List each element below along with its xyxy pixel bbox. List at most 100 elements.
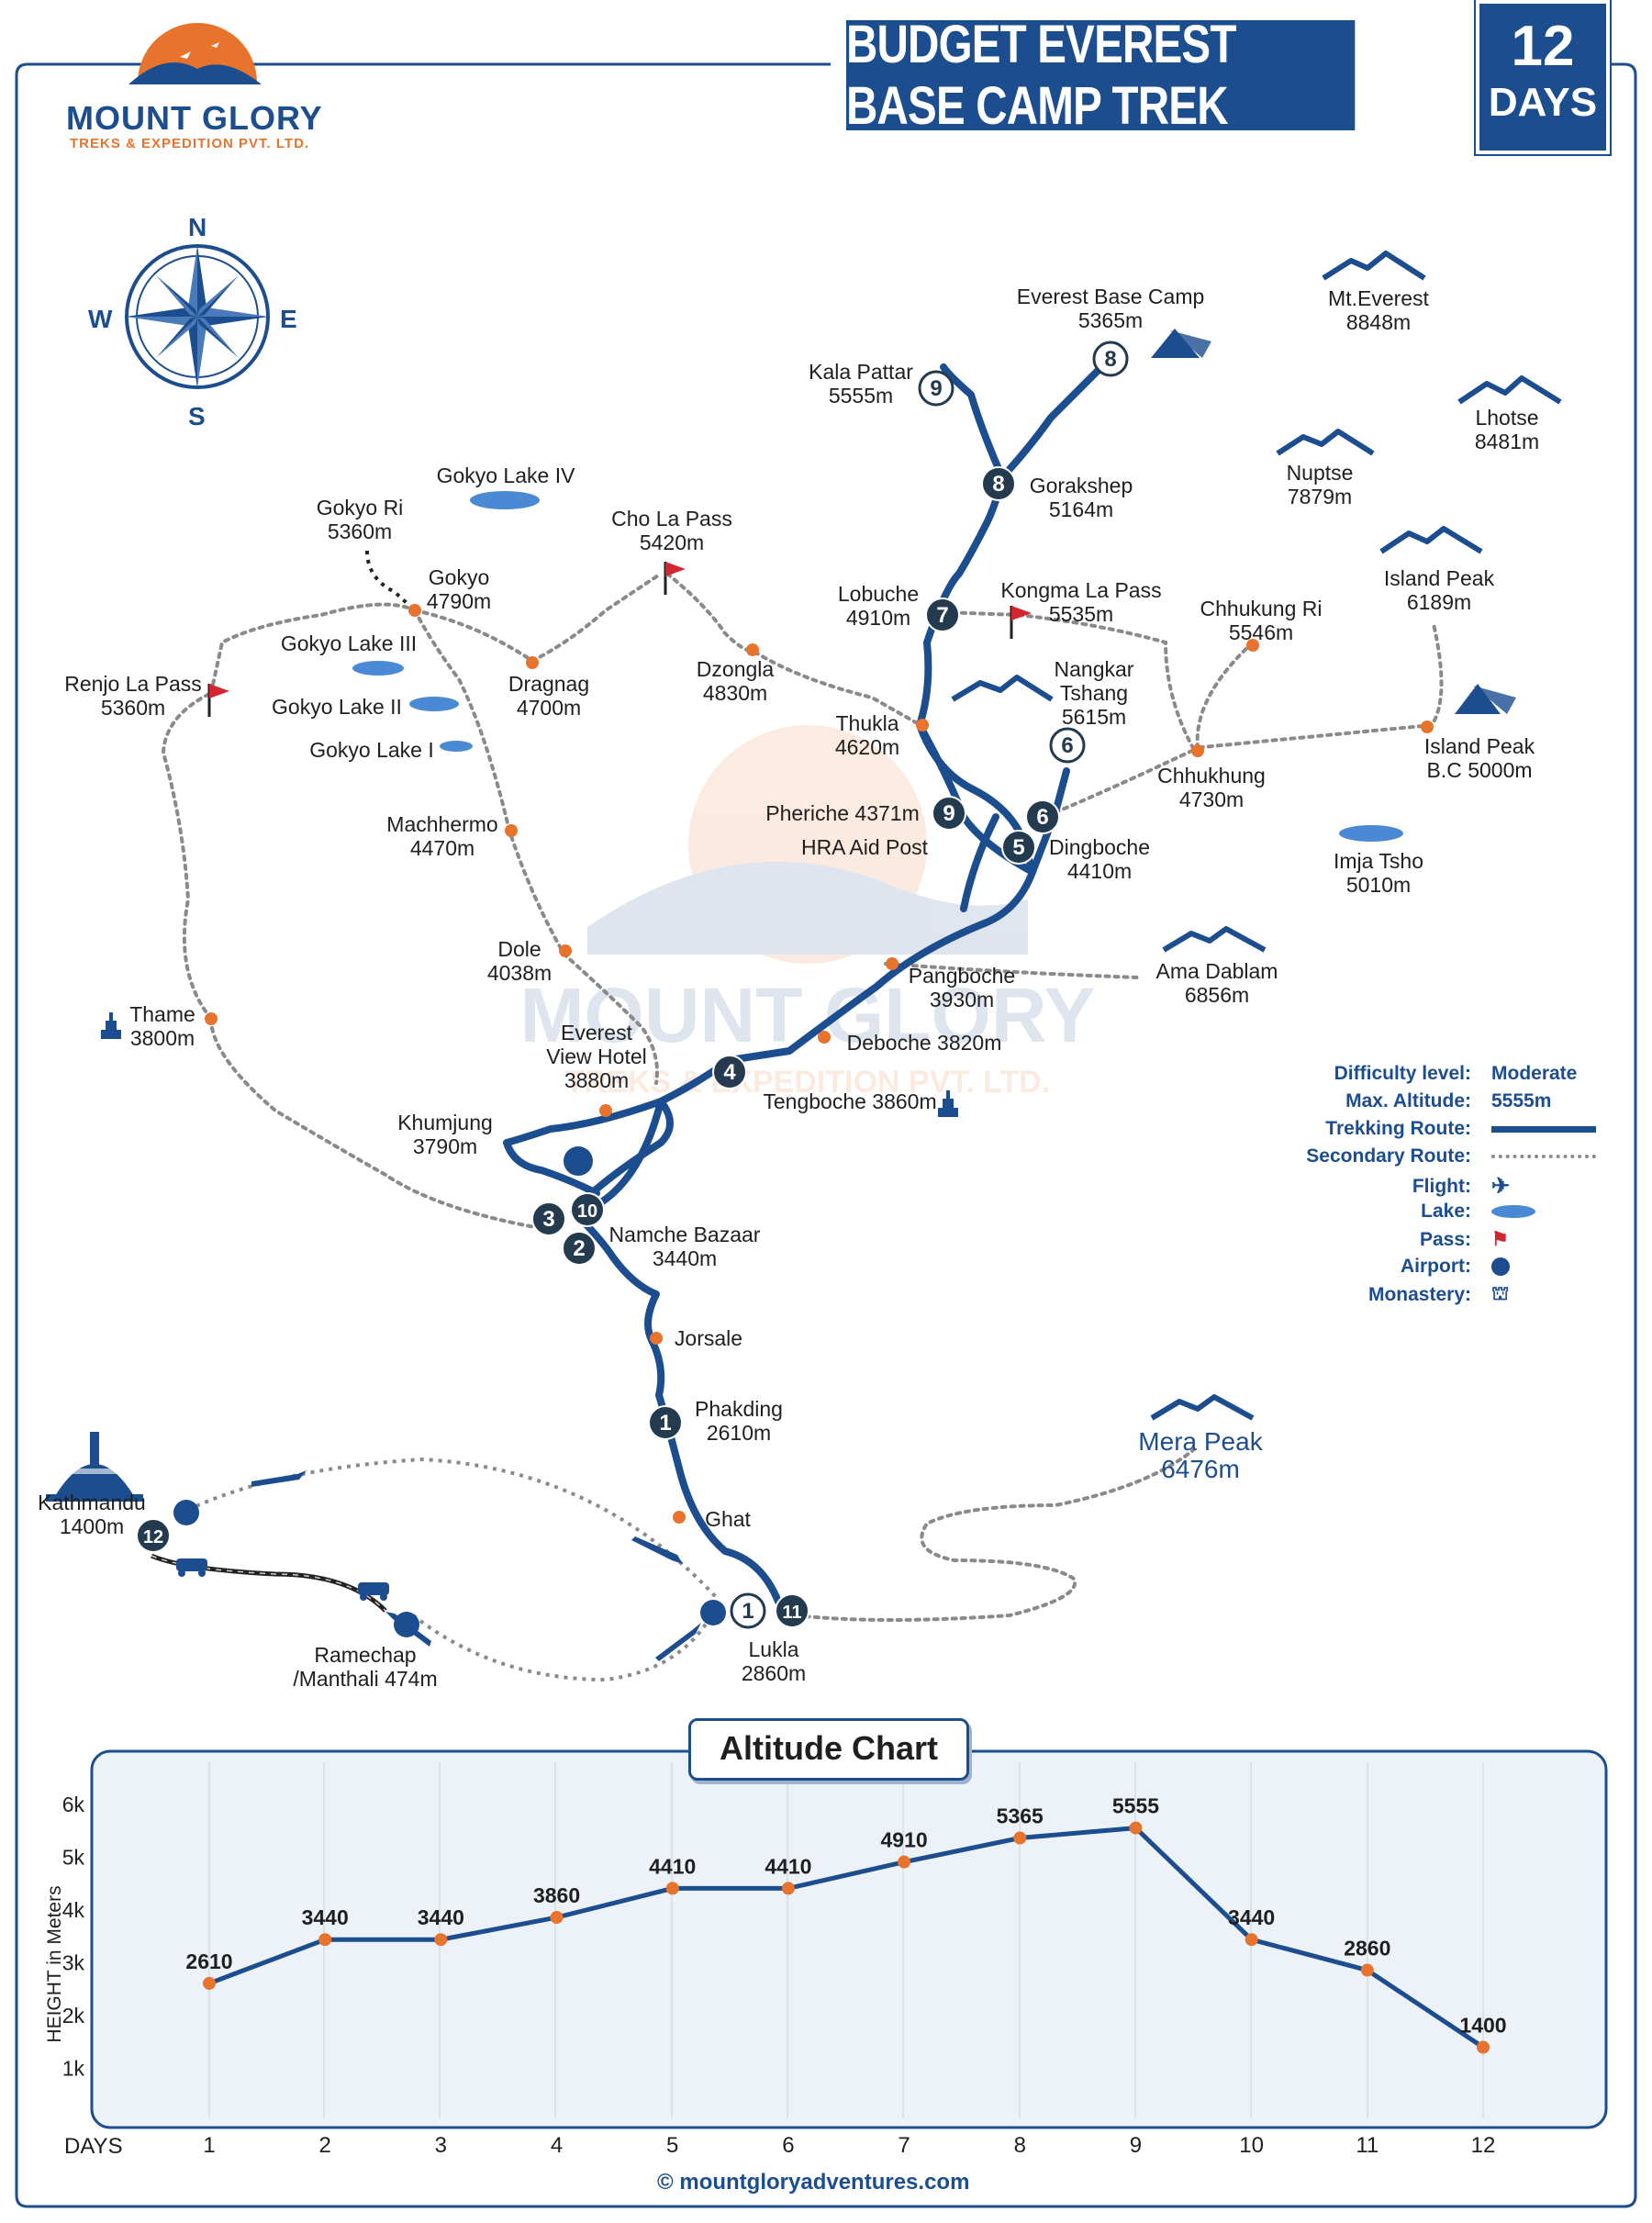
label-line: Cho La Pass — [611, 507, 732, 531]
label-line: Ghat — [705, 1507, 751, 1531]
label-gokyo-lake-ii: Gokyo Lake II — [272, 695, 402, 719]
label-line: 3790m — [412, 1134, 478, 1158]
x-tick-label: 7 — [898, 2133, 910, 2158]
y-tick-label: 2k — [62, 2004, 85, 2028]
day-marker: 10 — [570, 1192, 605, 1227]
legend-trek-line — [1491, 1125, 1596, 1133]
label-line: 4730m — [1178, 788, 1245, 811]
svg-text:1: 1 — [742, 1599, 753, 1624]
frame-border — [15, 62, 1637, 2208]
label-jorsale: Jorsale — [675, 1326, 742, 1350]
legend-pass: Pass: ⚑ — [1251, 1228, 1509, 1251]
y-tick-label: 4k — [62, 1898, 85, 1922]
label-line: 4038m — [486, 961, 553, 985]
plane-icons — [251, 1470, 701, 1661]
label-line: /Manthali 474m — [293, 1667, 438, 1691]
day-marker: 9 — [932, 796, 966, 831]
stupa-icon — [46, 1432, 143, 1502]
day-marker: 8 — [1092, 341, 1129, 377]
altitude-point — [1245, 1933, 1258, 1947]
y-tick-label: 3k — [62, 1951, 85, 1975]
label-line: Dzongla — [696, 657, 775, 681]
label-line: 3800m — [129, 1026, 195, 1050]
plane-icon: ✈ — [1491, 1174, 1511, 1199]
logo-mark — [128, 23, 262, 84]
legend-altitude-key: Max. Altitude: — [1345, 1090, 1471, 1112]
days-label: DAYS — [1488, 80, 1598, 125]
brand-subtitle: TREKS & EXPEDITION PVT. LTD. — [70, 136, 310, 151]
label-line: 5555m — [828, 384, 894, 408]
label-line: Phakding — [695, 1397, 783, 1421]
day-marker: 7 — [925, 598, 960, 632]
altitude-data-label: 1400 — [1459, 2014, 1506, 2038]
mountain-icons — [951, 251, 1562, 1421]
label-gokyo-lake-i: Gokyo Lake I — [309, 738, 434, 762]
label-line: Dingboche — [1049, 835, 1150, 859]
altitude-point — [318, 1933, 332, 1947]
svg-text:7: 7 — [936, 603, 948, 628]
x-tick-label: 10 — [1239, 2133, 1264, 2158]
legend-monastery: Monastery: ⛫ — [1251, 1283, 1509, 1307]
day-marker: 2 — [562, 1231, 597, 1266]
label-line: Thame — [129, 1002, 195, 1026]
label-line: Chhukung Ri — [1200, 597, 1323, 620]
days-badge: 12 DAYS — [1476, 0, 1610, 154]
trekking-route — [503, 350, 1122, 1605]
label-line: 5365m — [1077, 308, 1144, 332]
legend-trek: Trekking Route: — [1251, 1118, 1596, 1140]
label-gokyo-lake-iv: Gokyo Lake IV — [437, 464, 575, 487]
day-marker: 11 — [775, 1593, 809, 1628]
label-line: 5420m — [639, 531, 705, 554]
altitude-data-label: 3860 — [533, 1883, 580, 1907]
day-marker: 12 — [136, 1518, 171, 1553]
compass-west: W — [88, 305, 113, 333]
label-line: Renjo La Pass — [64, 672, 202, 696]
pass-flags — [207, 562, 1032, 717]
label-line: Kathmandu — [38, 1491, 146, 1514]
altitude-data-label: 2610 — [185, 1949, 232, 1973]
page-title: BUDGET EVEREST BASE CAMP TREK — [846, 15, 1356, 136]
svg-text:6: 6 — [1061, 733, 1073, 758]
altitude-point — [898, 1855, 911, 1869]
svg-text:4: 4 — [723, 1060, 736, 1085]
label-line: Ama Dablam — [1155, 959, 1278, 983]
label-line: Everest Base Camp — [1016, 285, 1205, 308]
label-line: 1400m — [59, 1514, 125, 1538]
label-line: Nuptse — [1286, 461, 1354, 485]
label-line: Nangkar — [1054, 657, 1134, 681]
label-line: Mera Peak — [1138, 1427, 1263, 1456]
x-tick-label: 8 — [1014, 2133, 1026, 2158]
label-line: Kala Pattar — [809, 360, 913, 384]
airport-icons — [173, 1146, 726, 1637]
footer-site: © mountgloryadventures.com — [657, 2170, 969, 2195]
chart-title: Altitude Chart — [688, 1718, 969, 1781]
legend-secondary: Secondary Route: — [1251, 1145, 1596, 1167]
label-line: Jorsale — [674, 1326, 743, 1350]
legend-secondary-line — [1491, 1155, 1596, 1158]
compass-north: N — [188, 213, 207, 241]
legend-lake-key: Lake: — [1421, 1201, 1471, 1222]
label-line: Gokyo Lake IV — [436, 464, 575, 487]
label-line: Machhermo — [386, 812, 498, 836]
airport-icon — [1491, 1257, 1510, 1276]
y-tick-label: 6k — [62, 1793, 85, 1816]
label-ghat: Ghat — [705, 1507, 751, 1531]
label-line: Gokyo Lake I — [309, 738, 434, 762]
x-tick-label: 12 — [1471, 2133, 1496, 2158]
footer-site-text: mountgloryadventures.com — [679, 2170, 970, 2195]
days-number: 12 — [1511, 15, 1575, 78]
day-marker: 3 — [531, 1201, 566, 1236]
legend-difficulty-value: Moderate — [1491, 1063, 1578, 1084]
